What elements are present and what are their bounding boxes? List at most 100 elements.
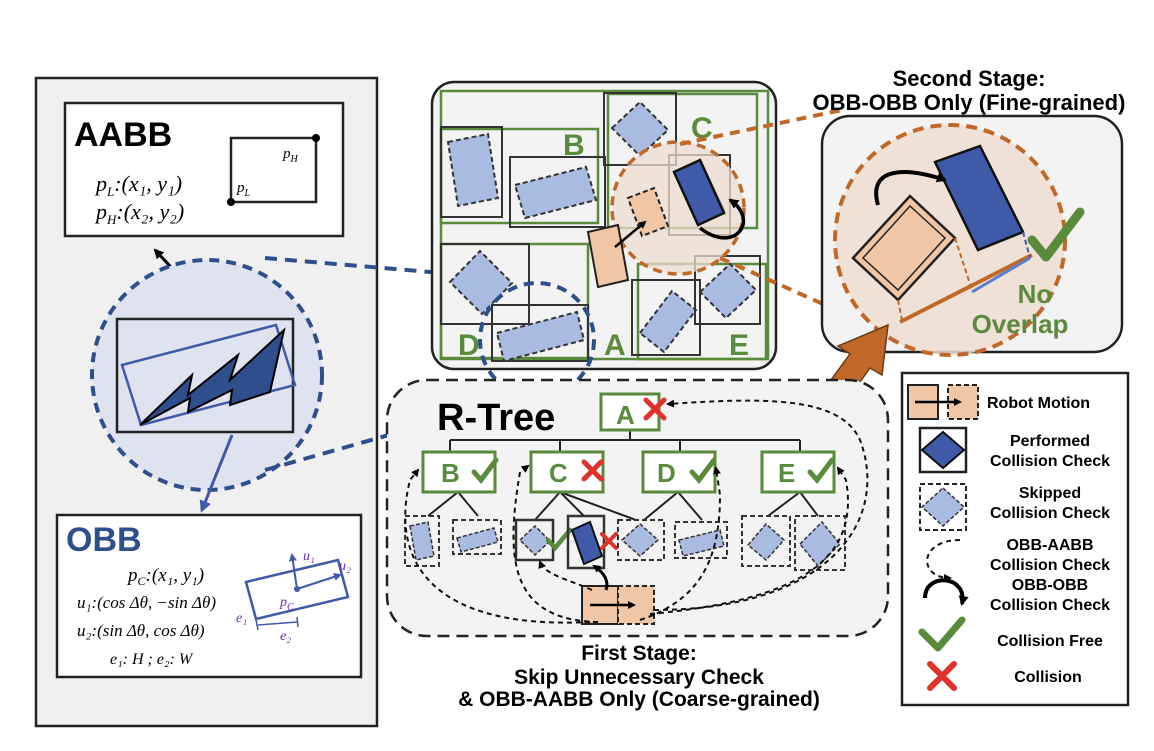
svg-text:Performed: Performed: [1010, 433, 1090, 450]
arrow-to-obb: [199, 434, 234, 513]
legend-obb-aabb: OBB-AABB Collision Check: [926, 537, 1110, 582]
obb-figure: u₁ u₂ e₁ e₂ pC: [236, 549, 351, 644]
zoom-circle-left: [90, 258, 324, 492]
no-overlap-line-2: Overlap: [972, 309, 1069, 339]
obb-card: OBB pC:(x₁, y₁) u₁:(cos Δθ, −sin Δθ) u₂:…: [55, 513, 363, 679]
rtree-node-c-collision-icon: [581, 459, 604, 482]
rtree-node-e: E: [760, 450, 836, 494]
legend-performed: Performed Collision Check: [918, 426, 1110, 474]
svg-text:pH: pH: [282, 146, 299, 165]
svg-text:u₂: u₂: [339, 559, 351, 574]
map-zoom-circle-orange: [610, 140, 746, 276]
legend-collision-free: Collision Free: [918, 616, 1103, 652]
svg-text:A: A: [616, 400, 635, 430]
no-overlap-line-1: No: [1018, 279, 1053, 309]
svg-text:pL:(x₁, y₁): pL:(x₁, y₁): [94, 171, 182, 199]
rtree-node-d-check-icon: [689, 457, 717, 484]
svg-text:OBB-OBB: OBB-OBB: [1012, 577, 1088, 594]
region-label-a: A: [604, 329, 626, 362]
aabb-card: AABB pL:(x₁, y₁) pH:(x₂, y₂) pH pL: [63, 101, 345, 238]
aabb-ph-line: pH:(x₂, y₂): [94, 199, 184, 227]
obb-pc-line: pC:(x₁, y₁): [126, 565, 204, 588]
first-stage-line-3: & OBB-AABB Only (Coarse-grained): [458, 688, 820, 711]
bolt-obb-box: [120, 323, 297, 427]
obb-title: OBB: [66, 521, 142, 559]
rtree-panel: [385, 378, 890, 638]
legend-check-icon: [918, 616, 966, 652]
svg-text:C: C: [549, 458, 568, 488]
rtree-robot-motion: [581, 585, 655, 625]
region-label-d: D: [458, 329, 480, 362]
aabb-corner-low: [227, 198, 235, 206]
second-stage-proj-dash-2: [954, 237, 973, 291]
legend-skipped: Skipped Collision Check: [919, 483, 1110, 531]
leaf-c1-check-icon: [545, 527, 573, 552]
legend-collision: Collision: [927, 661, 1082, 691]
second-stage-proj-blue: [971, 256, 1031, 294]
rtree-node-a: A: [599, 392, 667, 432]
svg-text:u₁: u₁: [303, 549, 315, 564]
rtree-node-d: D: [641, 450, 717, 494]
legend-robot-motion: Robot Motion: [907, 384, 1090, 420]
second-stage-check-icon: [1027, 207, 1085, 262]
svg-text:E: E: [778, 458, 795, 488]
second-stage-title-2: OBB-OBB Only (Fine-grained): [813, 90, 1126, 115]
second-stage-robot-inner: [861, 204, 947, 292]
map-robot-start: [586, 223, 630, 289]
svg-text:pH:(x₂, y₂): pH:(x₂, y₂): [94, 199, 184, 227]
aabb-example-box: [229, 136, 318, 204]
obb-e-line: e₁: H ; e₂: W: [110, 651, 194, 668]
map-robot-arrow: [614, 220, 647, 248]
region-label-c: C: [691, 112, 713, 145]
svg-text:Collision Check: Collision Check: [990, 557, 1110, 574]
rtree-node-b-check-icon: [471, 457, 499, 484]
svg-text:Collision Free: Collision Free: [997, 633, 1103, 650]
first-stage-line-2: Skip Unnecessary Check: [514, 666, 764, 689]
svg-text:Collision Check: Collision Check: [990, 597, 1110, 614]
svg-text:e₂: e₂: [280, 629, 291, 644]
obb-u2-line: u₂:(sin Δθ, cos Δθ): [77, 621, 205, 640]
map-obb-obb-arrow: [698, 198, 746, 240]
svg-text:Skipped: Skipped: [1019, 485, 1081, 502]
zoom-connector-top: [264, 256, 526, 282]
svg-text:D: D: [657, 458, 676, 488]
rtree-node-b: B: [421, 450, 499, 494]
region-label-b: B: [563, 129, 585, 162]
rtree-node-a-collision-icon: [643, 397, 667, 421]
svg-text:Collision Check: Collision Check: [990, 453, 1110, 470]
second-stage-proj-dash-1: [897, 299, 903, 321]
svg-text:e₁: e₁: [236, 611, 247, 626]
svg-text:OBB-AABB: OBB-AABB: [1006, 537, 1093, 554]
region-label-e: E: [729, 329, 749, 362]
aabb-title: AABB: [74, 116, 172, 154]
rtree-title: R-Tree: [437, 397, 555, 439]
first-stage-line-1: First Stage:: [581, 642, 697, 665]
map-performed-obstacle: [672, 158, 726, 227]
svg-text:pC: pC: [279, 595, 294, 613]
rtree-traversal-paths: [404, 399, 869, 624]
second-stage-proj-axis: [899, 253, 1033, 324]
leaf-c2-collision-icon: [600, 532, 618, 550]
legend-obb-obb: OBB-OBB Collision Check: [923, 577, 1110, 614]
svg-text:Collision: Collision: [1014, 669, 1082, 686]
legend-cross-icon: [927, 661, 957, 691]
rtree-leaves: [404, 514, 846, 571]
rtree-node-c: C: [529, 450, 605, 494]
obb-u1-line: u₁:(cos Δθ, −sin Δθ): [77, 593, 216, 612]
bolt-obstacle: [139, 327, 286, 426]
second-stage-proj-dash-3: [1022, 231, 1031, 259]
aabb-corner-high: [312, 134, 320, 142]
svg-text:pL: pL: [236, 180, 251, 199]
aabb-pl-line: pL:(x₁, y₁): [94, 171, 182, 199]
svg-text:B: B: [441, 458, 460, 488]
rtree-edges: [427, 430, 819, 521]
second-stage-obb-obb-arrow: [874, 170, 947, 206]
svg-text:Collision Check: Collision Check: [990, 505, 1110, 522]
second-stage-title-1: Second Stage:: [893, 66, 1046, 91]
rtree-obb-obb-arrow: [592, 564, 609, 591]
region-a-outline: [439, 89, 770, 361]
zoom-connector-orange-top: [679, 108, 843, 146]
rtree-node-e-check-icon: [807, 457, 835, 484]
svg-text:Robot Motion: Robot Motion: [987, 395, 1090, 412]
